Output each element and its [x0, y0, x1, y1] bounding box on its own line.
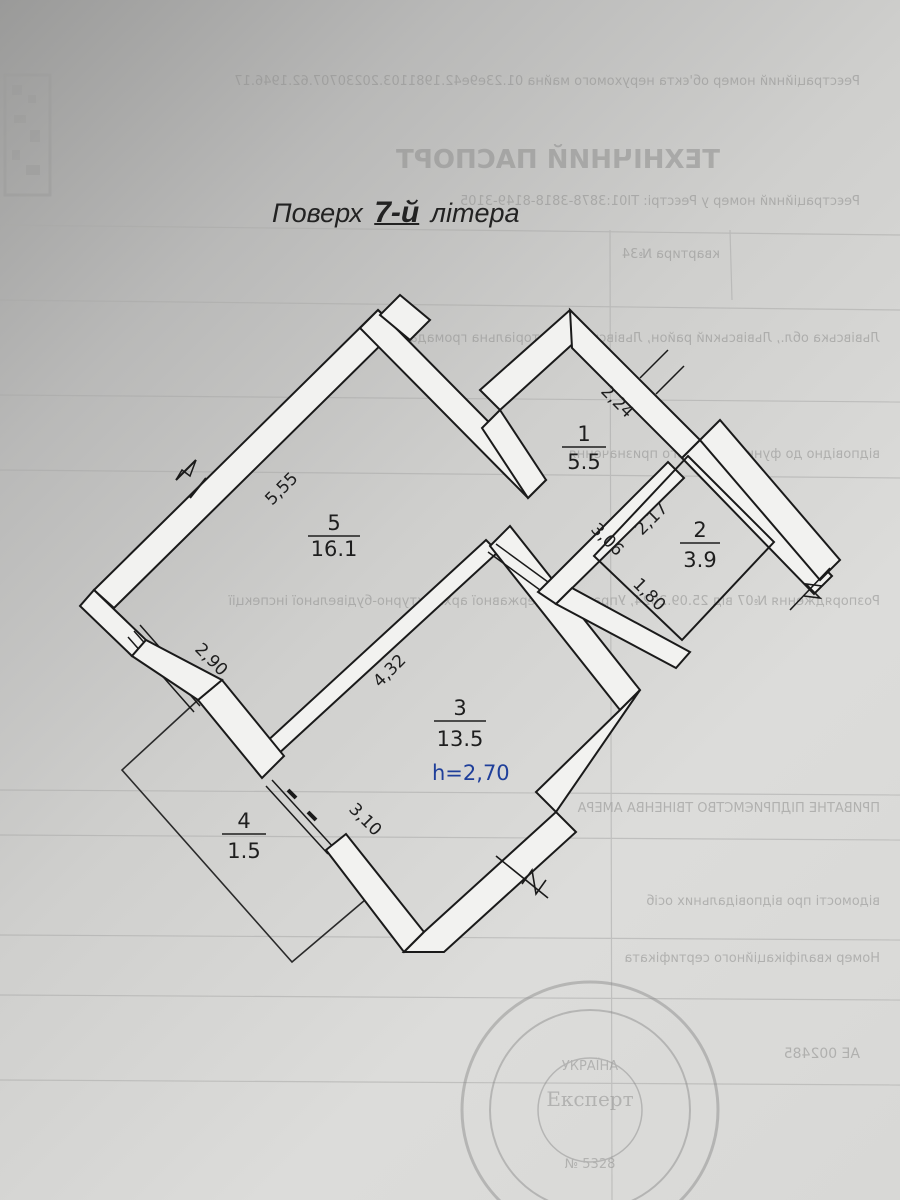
wall-room2-right — [680, 438, 834, 596]
balcony-door-room3 — [265, 779, 335, 855]
wall-room2-bottom — [554, 586, 692, 670]
ceiling-height-label: h=2,70 — [432, 761, 510, 785]
room-1-label: 1 5.5 — [562, 422, 606, 474]
floor-title: Поверх 7-й літера — [272, 196, 557, 230]
dimension-5-55: 5,55 — [261, 469, 302, 510]
room-4-label: 4 1.5 — [222, 809, 266, 863]
room-2-label: 2 3.9 — [680, 518, 720, 572]
room-4-number: 4 — [237, 809, 250, 833]
room-3-label: 3 13.5 — [434, 696, 486, 751]
stamp-country: УКРАЇНА — [562, 1058, 618, 1074]
room-3-number: 3 — [453, 696, 466, 720]
bg-line-address: Львівська обл., Львівський район, Львівс… — [410, 331, 880, 346]
bg-line-certificate: Номер кваліфікаційного сертифіката — [624, 951, 880, 966]
bg-line-customer: ПРИВАТНЕ ПІДПРИЄМСТВО ТВІНЕНВА АМЕРА — [578, 801, 880, 816]
wall-lower-left-block — [196, 678, 286, 780]
floor-title-prefix: Поверх — [272, 198, 363, 228]
wall-room3-right-lower — [534, 689, 641, 814]
bg-line-apartment: квартира №34 — [622, 247, 720, 262]
wall-partition-5-3 — [262, 538, 500, 758]
break-symbol-bottom — [495, 855, 549, 899]
bg-line-certificate-number: АЕ 002485 — [784, 1046, 860, 1062]
room-5-number: 5 — [327, 511, 340, 535]
plan-walls — [78, 293, 842, 964]
wall-right-exterior — [698, 418, 842, 582]
bg-line-responsible: відомості про відповідальних осіб — [646, 894, 880, 909]
room-3-area: 13.5 — [437, 727, 484, 751]
door-marker-room5 — [175, 459, 207, 499]
bg-header-title: ТЕХНІЧНИЙ ПАСПОРТ — [396, 143, 720, 175]
room-5-area: 16.1 — [311, 537, 358, 561]
wall-top-stub — [378, 293, 432, 342]
wall-room5-top-left — [92, 308, 400, 610]
background-table-lines — [0, 224, 900, 1200]
bg-line-passport-number: Реєстраційний номер у Реєстрі: ТІ01:3878… — [460, 194, 860, 209]
background-document-text: ТЕХНІЧНИЙ ПАСПОРТ Реєстраційний номер об… — [228, 74, 880, 1062]
room-5-label: 5 16.1 — [308, 511, 360, 561]
bg-line-object-number: Реєстраційний номер об'єкта нерухомого м… — [234, 74, 860, 89]
door-marker-room1 — [639, 349, 685, 395]
wall-room1-left — [480, 408, 548, 500]
wall-room1-room2 — [536, 460, 686, 606]
door-room1-room3 — [487, 543, 549, 591]
break-symbol-right — [789, 567, 831, 611]
wall-room5-left-inner — [130, 638, 224, 702]
floor-title-litera-word: літера — [430, 198, 520, 228]
room-2-number: 2 — [693, 518, 706, 542]
room-2-area: 3.9 — [683, 548, 716, 572]
stamp-seal: Експерт УКРАЇНА № 5328 — [460, 980, 720, 1200]
floor-number: 7-й — [374, 196, 420, 229]
qr-code — [3, 73, 52, 197]
dimension-3-10: 3,10 — [344, 799, 385, 840]
room-1-area: 5.5 — [567, 450, 600, 474]
room-1-number: 1 — [577, 422, 590, 446]
room-labels: 5 16.1 1 5.5 2 3.9 3 13.5 — [222, 422, 720, 863]
balcony-outline — [120, 699, 366, 964]
room-4-area: 1.5 — [227, 839, 260, 863]
wall-room3-bottom-right — [401, 810, 578, 953]
wall-room3-bottom — [324, 832, 426, 954]
stamp-expert: Експерт — [546, 1087, 633, 1111]
room2-outline — [592, 454, 776, 642]
stamp-number: № 5328 — [565, 1157, 616, 1172]
